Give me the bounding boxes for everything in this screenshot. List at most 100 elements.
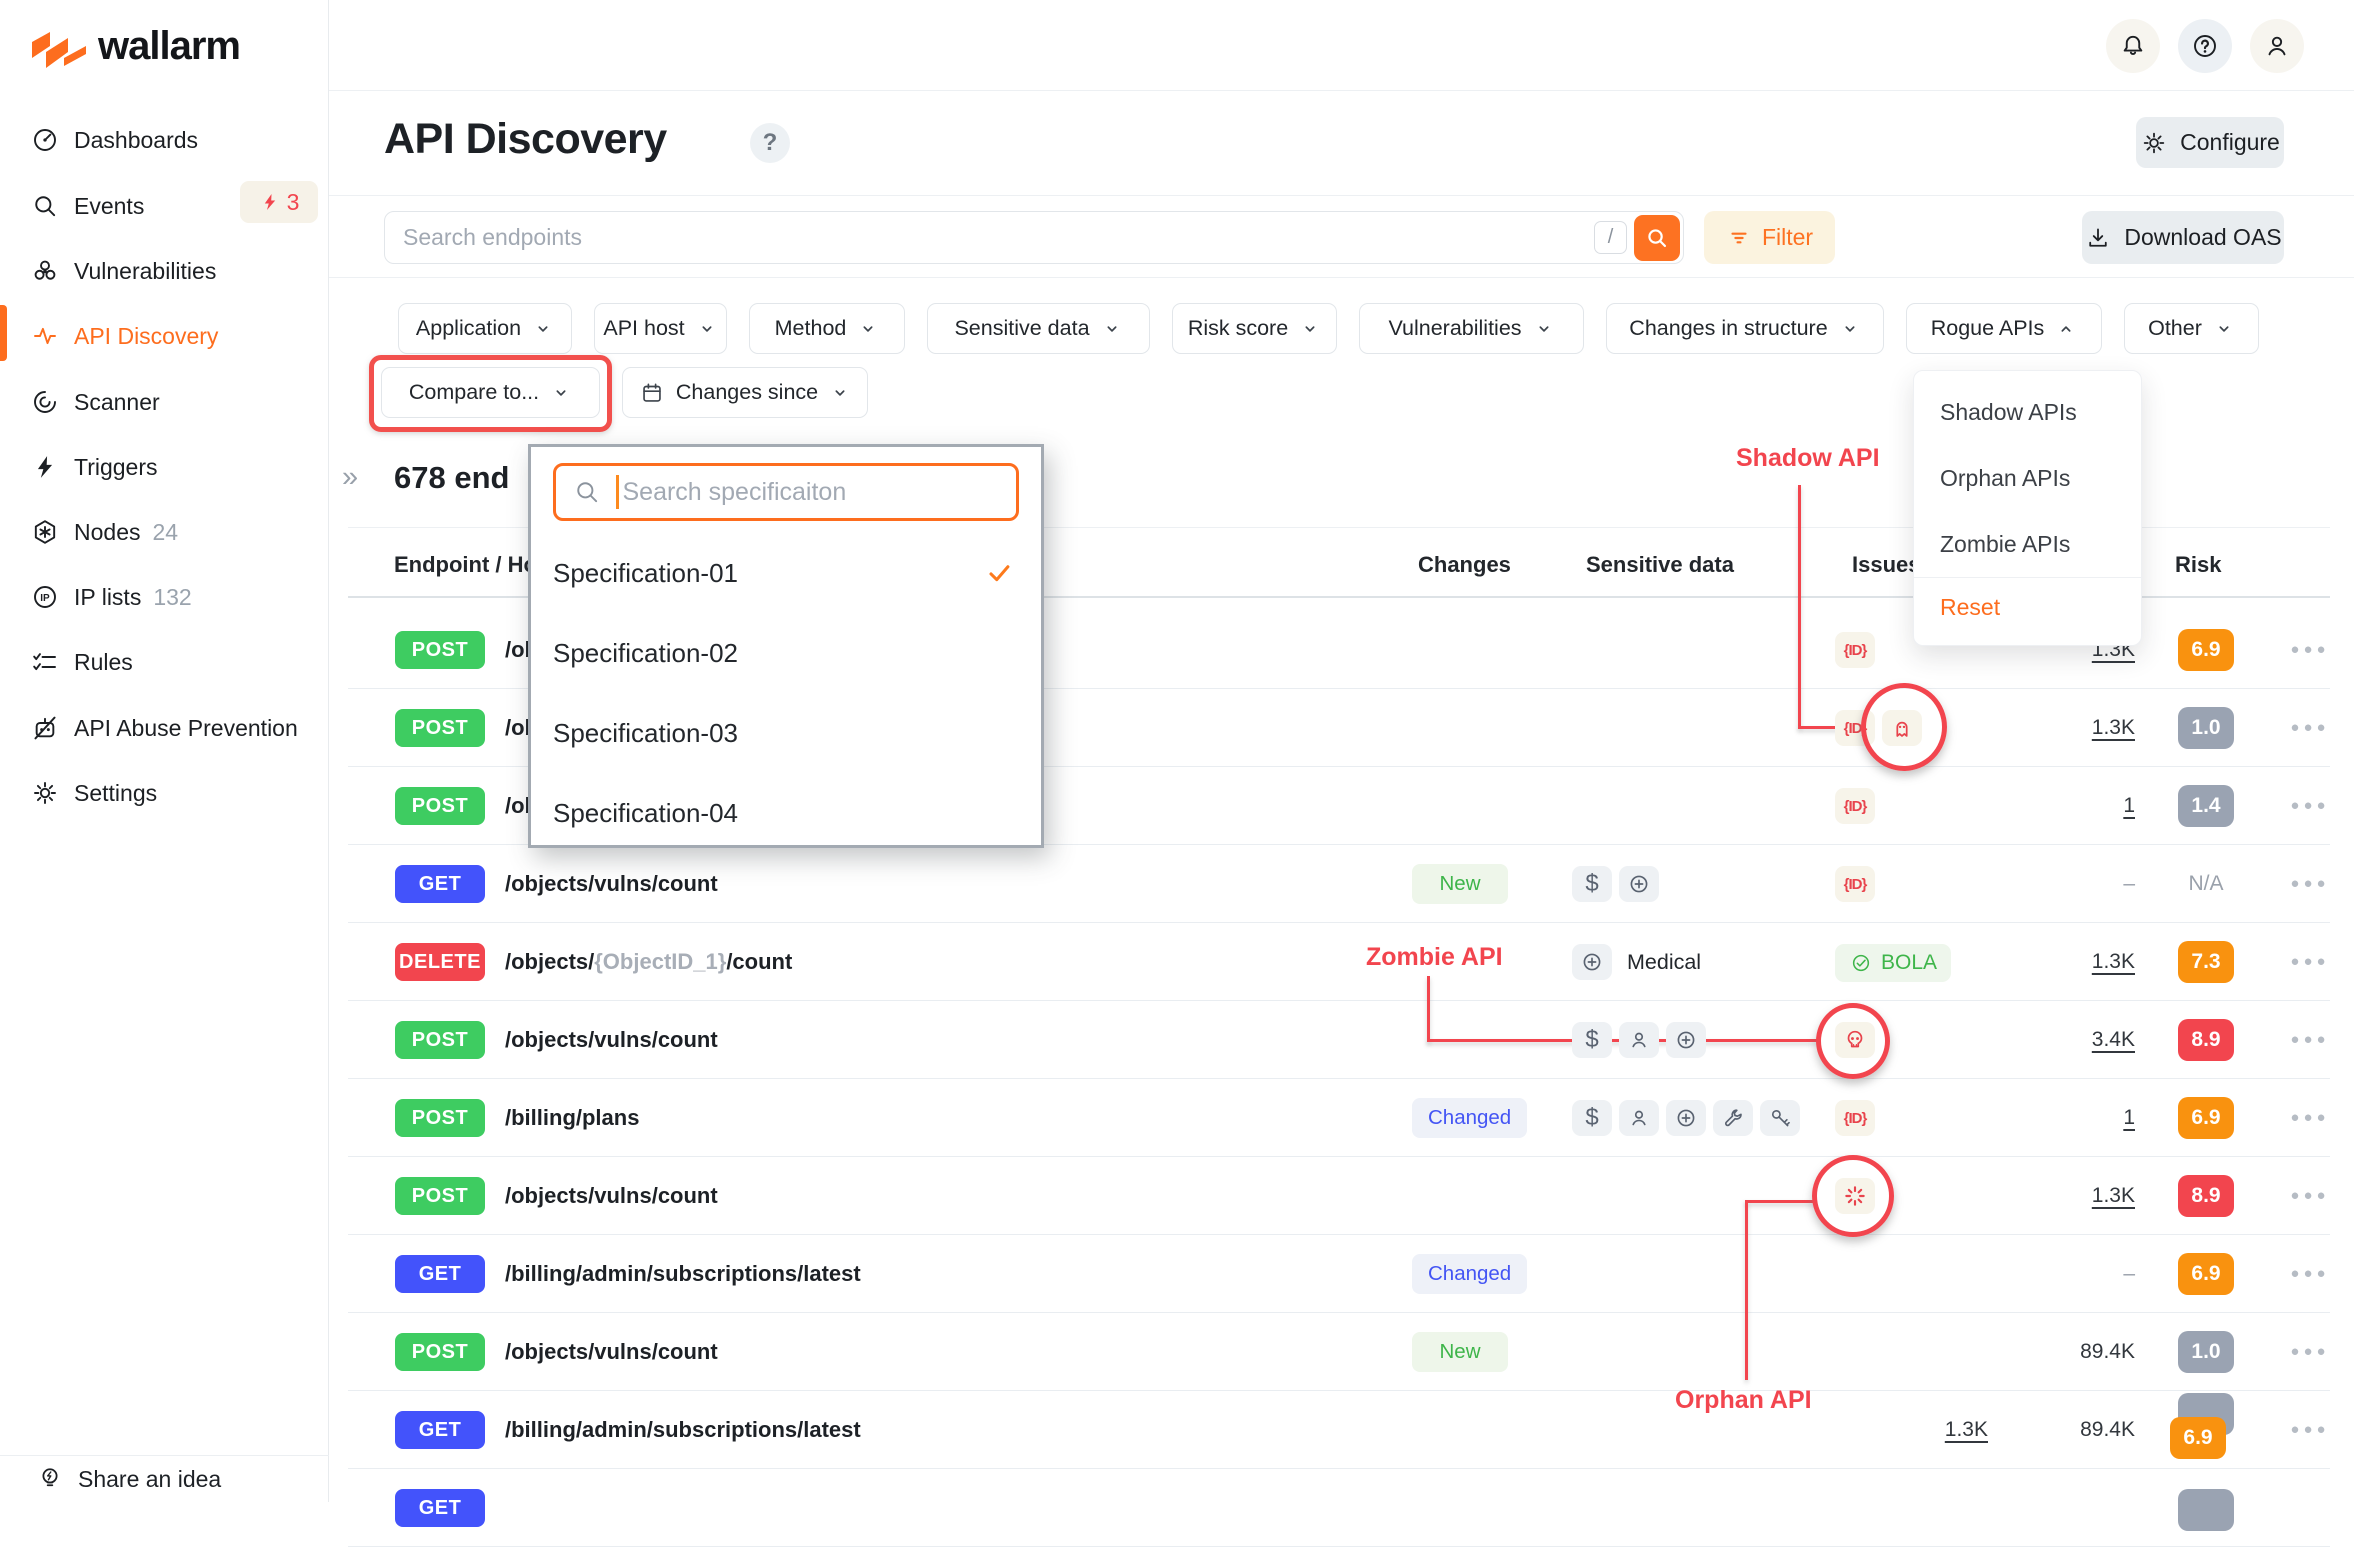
sensitive-medical-icon[interactable] (1666, 1100, 1706, 1136)
id-issue-icon[interactable]: {ID} (1835, 866, 1875, 902)
sensitive-person-icon[interactable] (1619, 1022, 1659, 1058)
spec-option-1[interactable]: Specification-01 (553, 533, 1025, 613)
column-header-endpoint[interactable]: Endpoint / Ho (394, 552, 537, 577)
collapse-panel-button[interactable]: » (342, 461, 359, 493)
filter-chip-sensitive-data[interactable]: Sensitive data (927, 303, 1150, 354)
specification-search-input[interactable] (622, 477, 1016, 507)
row-menu-button[interactable]: ●●● (2290, 1187, 2330, 1204)
sensitive-wrench-icon[interactable] (1713, 1100, 1753, 1136)
bola-issue-badge[interactable]: BOLA (1835, 944, 1952, 982)
hits-secondary-value[interactable]: 1.3K (1944, 1418, 1988, 1441)
endpoint-path[interactable]: /billing/plans (505, 1105, 640, 1130)
filter-chip-method[interactable]: Method (749, 303, 905, 354)
row-menu-button[interactable]: ●●● (2290, 797, 2330, 814)
search-button[interactable] (1634, 215, 1680, 261)
sensitive-person-icon[interactable] (1619, 1100, 1659, 1136)
dropdown-item-zombie-apis[interactable]: Zombie APIs (1940, 530, 2071, 557)
spec-option-2[interactable]: Specification-02 (553, 613, 1025, 693)
hits-value[interactable]: 1 (2123, 1106, 2135, 1129)
filter-chip-changes-in-structure[interactable]: Changes in structure (1606, 303, 1884, 354)
filter-chip-risk-score[interactable]: Risk score (1172, 303, 1337, 354)
sidebar-item-vulnerabilities[interactable]: Vulnerabilities (0, 249, 329, 293)
endpoint-path[interactable]: /billing/admin/subscriptions/latest (505, 1261, 861, 1286)
sidebar-item-rules[interactable]: Rules (0, 640, 329, 684)
column-header-issues[interactable]: Issues (1852, 552, 1921, 577)
dropdown-item-shadow-apis[interactable]: Shadow APIs (1940, 398, 2077, 425)
row-menu-button[interactable]: ●●● (2290, 719, 2330, 736)
hits-value[interactable]: 1.3K (2091, 950, 2135, 973)
column-header-sensitive-data[interactable]: Sensitive data (1586, 552, 1734, 577)
table-row[interactable]: GET (348, 1469, 2330, 1547)
sidebar-item-api-discovery[interactable]: API Discovery (0, 314, 329, 358)
sensitive-dollar-icon[interactable]: $ (1572, 866, 1612, 902)
download-oas-button[interactable]: Download OAS (2082, 211, 2284, 264)
row-menu-button[interactable]: ●●● (2290, 1343, 2330, 1360)
row-menu-button[interactable]: ●●● (2290, 953, 2330, 970)
sensitive-medical-icon[interactable] (1572, 944, 1612, 980)
account-button[interactable] (2250, 19, 2304, 73)
notifications-button[interactable] (2106, 19, 2160, 73)
filter-chip-api-host[interactable]: API host (594, 303, 727, 354)
share-idea-button[interactable]: Share an idea (0, 1455, 329, 1502)
id-issue-icon[interactable]: {ID} (1835, 1100, 1875, 1136)
sidebar-item-events[interactable]: Events (0, 184, 329, 228)
filter-button[interactable]: Filter (1704, 211, 1835, 264)
id-issue-icon[interactable]: {ID} (1835, 788, 1875, 824)
hits-value[interactable]: 1 (2123, 794, 2135, 817)
sidebar-item-dashboards[interactable]: Dashboards (0, 118, 329, 162)
spec-option-4[interactable]: Specification-04 (553, 773, 1025, 853)
column-header-risk[interactable]: Risk (2175, 552, 2222, 577)
hits-value[interactable]: 1.3K (2091, 1184, 2135, 1207)
hits-value[interactable]: 1.3K (2091, 716, 2135, 739)
dropdown-item-orphan-apis[interactable]: Orphan APIs (1940, 464, 2071, 491)
sensitive-dollar-icon[interactable]: $ (1572, 1022, 1612, 1058)
sensitive-dollar-icon[interactable]: $ (1572, 1100, 1612, 1136)
dropdown-reset-button[interactable]: Reset (1914, 577, 2141, 637)
filter-chip-other[interactable]: Other (2124, 303, 2259, 354)
endpoint-path[interactable]: /objects/vulns/count (505, 1027, 718, 1052)
help-button[interactable] (2178, 19, 2232, 73)
filter-chip-application[interactable]: Application (398, 303, 572, 354)
configure-button[interactable]: Configure (2136, 117, 2284, 168)
endpoint-path[interactable]: /objects/vulns/count (505, 1339, 718, 1364)
filter-chip-vulnerabilities[interactable]: Vulnerabilities (1359, 303, 1584, 354)
filter-chip-changes-since[interactable]: Changes since (622, 367, 868, 418)
id-issue-icon[interactable]: {ID} (1835, 632, 1875, 668)
endpoint-path[interactable]: /objects/vulns/count (505, 1183, 718, 1208)
row-menu-button[interactable]: ●●● (2290, 1031, 2330, 1048)
row-menu-button[interactable]: ●●● (2290, 875, 2330, 892)
column-header-changes[interactable]: Changes (1418, 552, 1511, 577)
endpoint-search-input[interactable] (403, 212, 1563, 262)
row-menu-button[interactable]: ●●● (2290, 1109, 2330, 1126)
endpoint-path[interactable]: /objects/vulns/count (505, 871, 718, 896)
sidebar-item-api-abuse[interactable]: API Abuse Prevention (0, 706, 329, 750)
spec-option-3[interactable]: Specification-03 (553, 693, 1025, 773)
row-menu-button[interactable]: ●●● (2290, 1265, 2330, 1282)
sidebar-item-scanner[interactable]: Scanner (0, 380, 329, 424)
endpoint-path[interactable]: /billing/admin/subscriptions/latest (505, 1417, 861, 1442)
endpoint-path[interactable]: /objects/{ObjectID_1}/count (505, 949, 793, 974)
sidebar-item-settings[interactable]: Settings (0, 771, 329, 815)
hits-value[interactable]: 3.4K (2091, 1028, 2135, 1051)
events-attack-badge[interactable]: 3 (240, 181, 318, 223)
row-menu-button[interactable]: ●●● (2290, 1421, 2330, 1438)
filter-chip-compare-to[interactable]: Compare to... (381, 367, 600, 418)
filter-chip-rogue-apis[interactable]: Rogue APIs (1906, 303, 2102, 354)
sensitive-key-icon[interactable] (1760, 1100, 1800, 1136)
row-menu-button[interactable]: ●●● (2290, 641, 2330, 658)
sensitive-medical-icon[interactable] (1619, 866, 1659, 902)
sidebar-item-triggers[interactable]: Triggers (0, 445, 329, 489)
sensitive-medical-icon[interactable] (1666, 1022, 1706, 1058)
page-help-icon[interactable]: ? (750, 123, 790, 163)
